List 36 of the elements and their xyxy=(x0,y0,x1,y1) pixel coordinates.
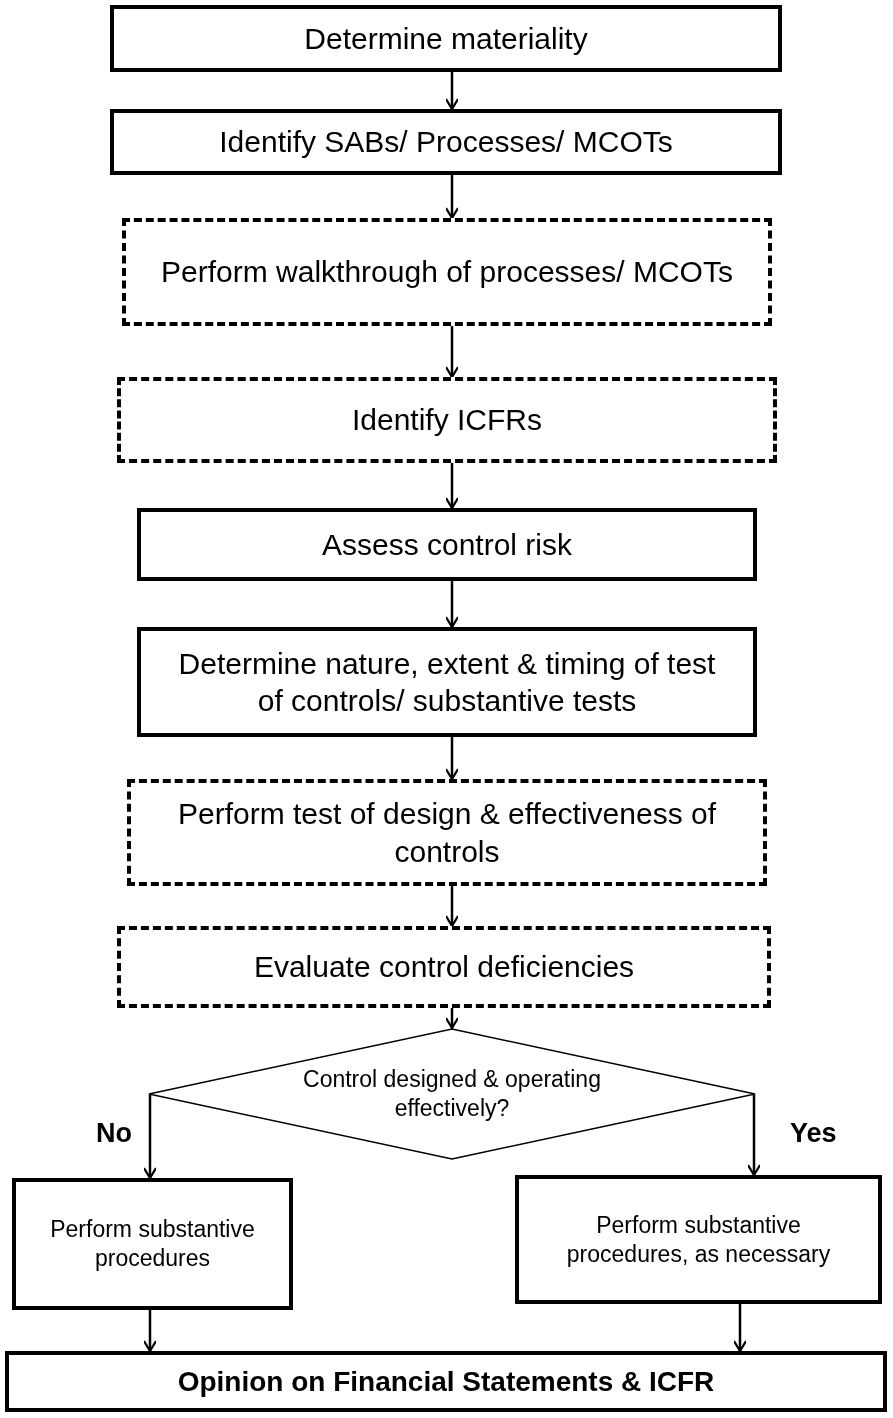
process-box xyxy=(117,926,771,1008)
arrow xyxy=(444,463,460,510)
arrow xyxy=(444,581,460,629)
box-text: Opinion on Financial Statements & ICFR xyxy=(177,1365,715,1399)
process-box xyxy=(515,1175,882,1304)
arrow xyxy=(444,737,460,781)
decision-diamond xyxy=(148,1028,756,1160)
box-text: Perform substantive procedures, as necessary xyxy=(565,1210,832,1269)
arrow xyxy=(444,326,460,379)
box-text: Evaluate control deficiencies xyxy=(253,949,635,986)
box-text: Determine materiality xyxy=(304,20,588,57)
box-text: Identify ICFRs xyxy=(351,402,543,439)
box-text: Perform walkthrough of processes/ MCOTs xyxy=(161,254,733,291)
arrow xyxy=(142,1094,158,1180)
arrow xyxy=(444,72,460,111)
box-text: Perform test of design & effectiveness of controls xyxy=(176,796,718,870)
process-box xyxy=(5,1351,887,1412)
process-box xyxy=(110,109,782,175)
arrow xyxy=(732,1304,748,1353)
arrow xyxy=(746,1094,762,1177)
box-text: Identify SABs/ Processes/ MCOTs xyxy=(219,124,673,161)
process-box xyxy=(117,377,777,463)
process-box xyxy=(122,218,772,326)
box-text: Control designed & operating effectively? xyxy=(302,1065,602,1123)
arrow xyxy=(444,886,460,928)
process-box xyxy=(110,5,782,72)
process-box xyxy=(137,627,757,737)
process-box xyxy=(127,779,767,886)
box-text: Perform substantive procedures xyxy=(49,1215,256,1273)
process-box xyxy=(137,508,757,581)
arrow xyxy=(444,1008,460,1030)
arrow xyxy=(444,175,460,220)
arrow xyxy=(142,1310,158,1353)
box-text: Determine nature, extent & timing of test of controls/ substantive tests xyxy=(177,645,717,719)
process-box xyxy=(12,1178,293,1310)
box-text: Assess control risk xyxy=(321,526,573,563)
